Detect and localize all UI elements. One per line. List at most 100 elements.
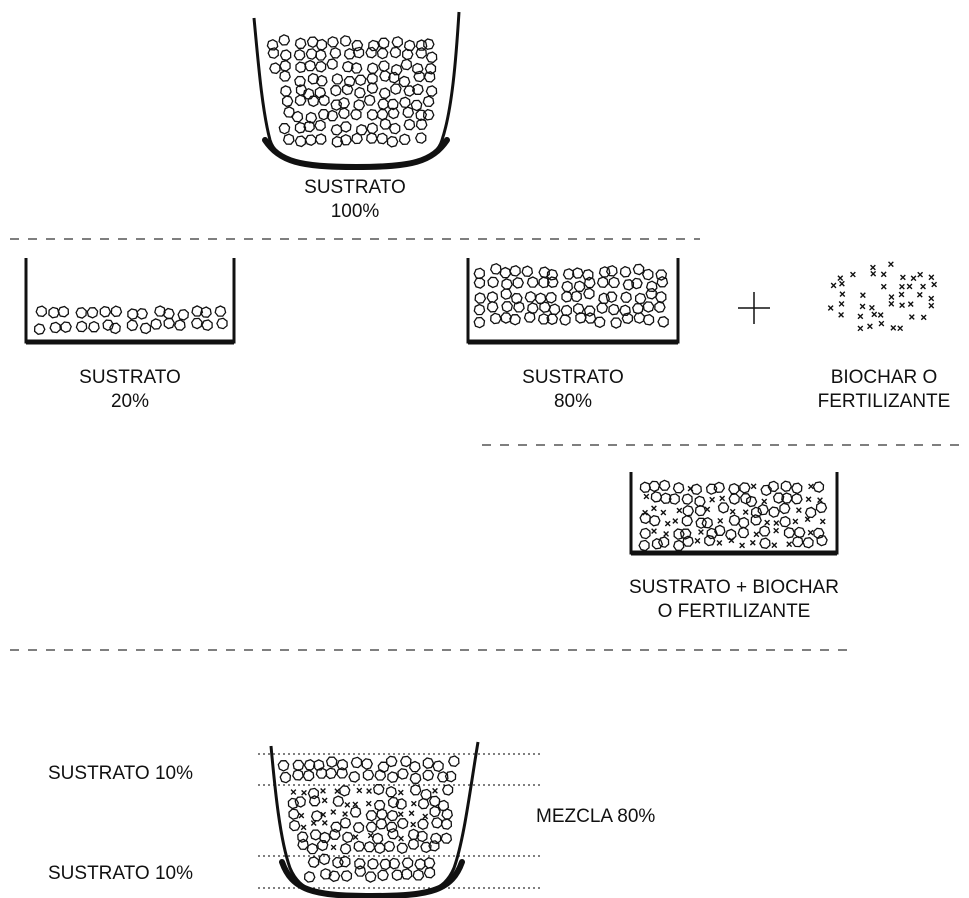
granule [163,317,176,330]
granule [538,276,550,289]
granule [327,36,339,48]
granule [110,305,123,318]
granule [154,305,166,317]
granule [326,109,339,122]
granule [650,491,663,503]
granule [294,796,306,808]
granule [48,306,60,319]
biochar-particle [320,787,326,794]
biochar-particle [310,820,317,826]
granule [728,493,740,505]
biochar-particle [830,282,837,289]
granule [704,534,716,547]
granule [490,312,502,325]
granule [354,74,367,87]
granule [396,842,409,855]
granule [440,818,453,830]
granule [49,321,61,334]
granule [633,312,646,324]
tray-substrate-80 [466,258,680,345]
granule [501,278,513,290]
biochar-particle [928,302,935,309]
biochar-particle [663,531,669,537]
granule [728,514,741,526]
granule [499,266,512,279]
granule [139,322,152,335]
granule [388,857,401,870]
granule [387,809,399,822]
granule [705,483,718,495]
granule [366,82,379,95]
granule [297,838,309,850]
granule [656,275,669,288]
granule [292,768,304,781]
granule [631,302,644,315]
biochar-particle [749,539,756,546]
biochar-particle [859,303,866,310]
granule [388,122,401,135]
mixed-particles [638,479,828,552]
biochar-particle [916,291,923,298]
granule [509,264,521,277]
granule [651,537,664,550]
biochar-particle [320,811,327,818]
granule [325,756,338,768]
biochar-particle [888,294,895,300]
granule [780,480,793,492]
granule [737,516,750,529]
granule [377,98,389,111]
granule [596,276,609,288]
granule [350,62,363,74]
granule [173,319,186,331]
label-line: BIOCHAR O [830,367,938,388]
biochar-particle [398,835,404,842]
granule [377,60,390,72]
granule [367,857,379,870]
granule [355,123,368,136]
granule [561,290,573,303]
granule [339,121,352,133]
biochar-particle [877,312,884,318]
granule [385,785,397,798]
biochar-particle [410,821,417,828]
label-layer-top: SUSTRATO 10% [48,763,194,784]
granule [314,119,326,132]
biochar-particle [330,809,337,815]
granule [407,838,419,850]
biochar-particle [356,787,363,794]
granule [292,759,305,772]
granule [339,817,352,829]
granule [309,829,322,841]
biochar-particle [880,271,887,278]
granule [399,755,412,768]
granule [376,47,389,60]
granule [605,291,618,303]
granule [376,132,388,145]
granule [415,118,428,131]
granule [403,118,416,131]
granule [376,108,389,121]
granule [395,798,407,810]
biochar-particle [643,493,650,500]
biochar-particle [808,483,814,490]
granule [363,94,376,106]
granule [302,87,315,100]
biochar-particle [898,291,905,298]
biochar-particles [827,261,938,332]
granule [319,831,331,844]
granule [573,280,586,293]
granule [342,831,354,844]
granule [398,75,411,88]
granule [668,493,680,505]
granule [150,318,163,330]
granule [658,479,671,491]
granule [330,84,342,97]
granule [332,795,345,807]
granule [289,819,301,832]
granule [306,36,319,49]
granule [728,482,740,495]
granule [794,526,806,539]
granule [605,264,618,277]
granule [750,514,762,526]
biochar-particle [422,813,429,820]
